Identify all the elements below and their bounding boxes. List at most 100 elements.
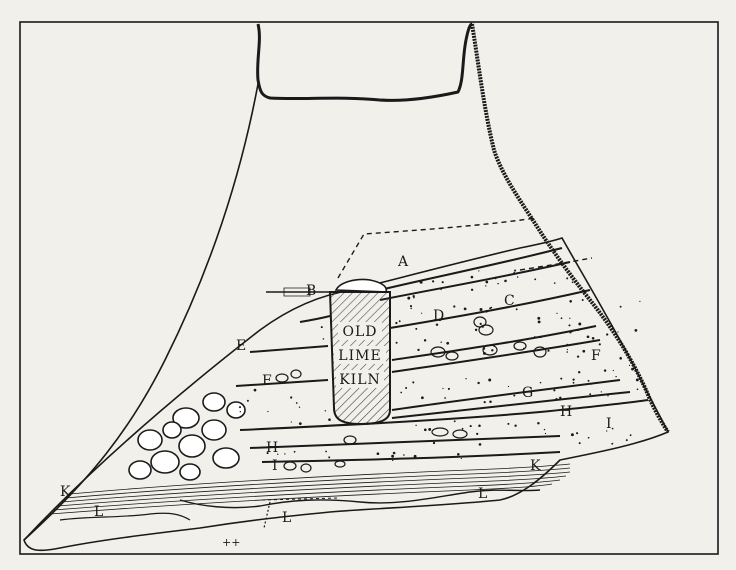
pebble-dot — [568, 324, 570, 326]
pebble-dot — [325, 410, 326, 411]
pebble-dot — [582, 299, 584, 301]
pebble-dot — [412, 381, 414, 383]
pebble-dot — [395, 322, 397, 324]
kiln-label-old: OLD — [343, 324, 378, 340]
pebble-dot — [516, 308, 518, 310]
pebble-dot — [328, 456, 330, 458]
pebble-dot — [415, 328, 417, 330]
pebble-dot — [517, 276, 519, 278]
pebble-dot — [613, 370, 614, 371]
pebble-dot — [414, 455, 417, 458]
pebble-dot — [407, 297, 410, 300]
pebble-dot — [540, 382, 542, 384]
pebble-dot — [591, 383, 592, 384]
pebble-dot — [461, 458, 462, 459]
pebble-dot — [410, 308, 412, 310]
label-l-middle: L — [282, 510, 291, 526]
pebble-dot — [299, 422, 302, 425]
pebble-dot — [457, 453, 460, 456]
pebble-dot — [454, 420, 456, 422]
pebble-dot — [484, 401, 486, 403]
pebble-dot — [446, 342, 449, 345]
pebble-dot — [504, 280, 507, 283]
pebble-dot — [392, 460, 393, 461]
pebble-dot — [321, 326, 323, 328]
pebble-dot — [480, 323, 482, 325]
label-h-left: H — [266, 440, 278, 456]
pebble-dot — [620, 306, 622, 308]
pebble-dot — [291, 421, 292, 422]
pebble-dot — [566, 344, 568, 346]
pebble-dot — [325, 451, 327, 453]
pebble-dot — [475, 329, 477, 331]
pebble-dot — [489, 307, 491, 309]
pebble-dot — [433, 442, 435, 444]
pebble-dot — [588, 437, 590, 439]
pebble-dot — [471, 289, 473, 291]
pebble-dot — [601, 391, 602, 392]
label-i-right: I — [606, 416, 612, 432]
boulder-pile — [129, 393, 245, 480]
label-f-right: F — [591, 348, 601, 364]
pebble-dot — [578, 371, 580, 373]
pebble-dot — [589, 393, 591, 395]
pebble-dot — [577, 329, 579, 331]
pebble-dot — [631, 368, 634, 371]
pebble-dot — [299, 407, 300, 408]
right-cliff-face — [472, 24, 668, 432]
pebble-dot — [540, 336, 542, 338]
pebble-dot — [471, 276, 474, 279]
pebble-dot — [239, 406, 241, 408]
pebble-dot — [630, 434, 632, 436]
pebble-dot — [489, 401, 492, 404]
label-f-left: F — [262, 373, 272, 389]
pebble-dot — [267, 411, 268, 412]
pebble-dot — [587, 335, 590, 338]
pebble-dot — [578, 323, 581, 326]
pebble-dot — [592, 337, 595, 340]
pebble-dot — [545, 433, 546, 434]
pebble-dot — [629, 365, 630, 366]
pebble-dot — [470, 425, 472, 427]
pebble-dot — [328, 418, 331, 421]
pebble-dot — [508, 386, 509, 387]
label-b: B — [306, 283, 316, 299]
pebble-dot — [495, 278, 496, 279]
pebble-dot — [537, 422, 539, 424]
pebble-dot — [247, 400, 249, 402]
pebble-dot — [569, 331, 571, 333]
pebble-dot — [400, 392, 402, 394]
pebble-dot — [636, 378, 639, 381]
pebble-dot — [428, 428, 431, 431]
pebble-dot — [538, 320, 541, 323]
pebble-dot — [485, 285, 486, 286]
pebble-dot — [513, 395, 515, 397]
pebble-dot — [296, 402, 298, 404]
pebble-dot — [555, 398, 557, 400]
pebble-dot — [534, 336, 536, 338]
pebble-dot — [403, 454, 405, 456]
pebble-dot — [513, 272, 515, 274]
pebble-dot — [537, 317, 540, 320]
pebble-dot — [448, 388, 450, 390]
pebble-dot — [432, 280, 434, 282]
pebble-dot — [547, 350, 549, 352]
pebble-dot — [424, 428, 427, 431]
pebble-dot — [619, 357, 622, 360]
label-h-right: H — [560, 404, 572, 420]
bottom-dotted-line — [264, 502, 270, 528]
pebble-dot — [615, 376, 616, 377]
pebble-dot — [254, 389, 257, 392]
pebble-dot — [442, 388, 443, 389]
pebble-dot — [569, 318, 570, 319]
pebble-dot — [464, 308, 467, 311]
pebble-dot — [639, 301, 640, 302]
pebble-dot — [553, 389, 555, 391]
kiln-label-lime: LIME — [338, 348, 381, 364]
pebble-dot — [393, 452, 396, 455]
kiln-top-stones — [336, 279, 386, 292]
cliff-top-outcrop — [258, 24, 472, 100]
pebble-dot — [604, 369, 606, 371]
pebble-dot — [421, 313, 422, 314]
pebble-dot — [479, 443, 482, 446]
